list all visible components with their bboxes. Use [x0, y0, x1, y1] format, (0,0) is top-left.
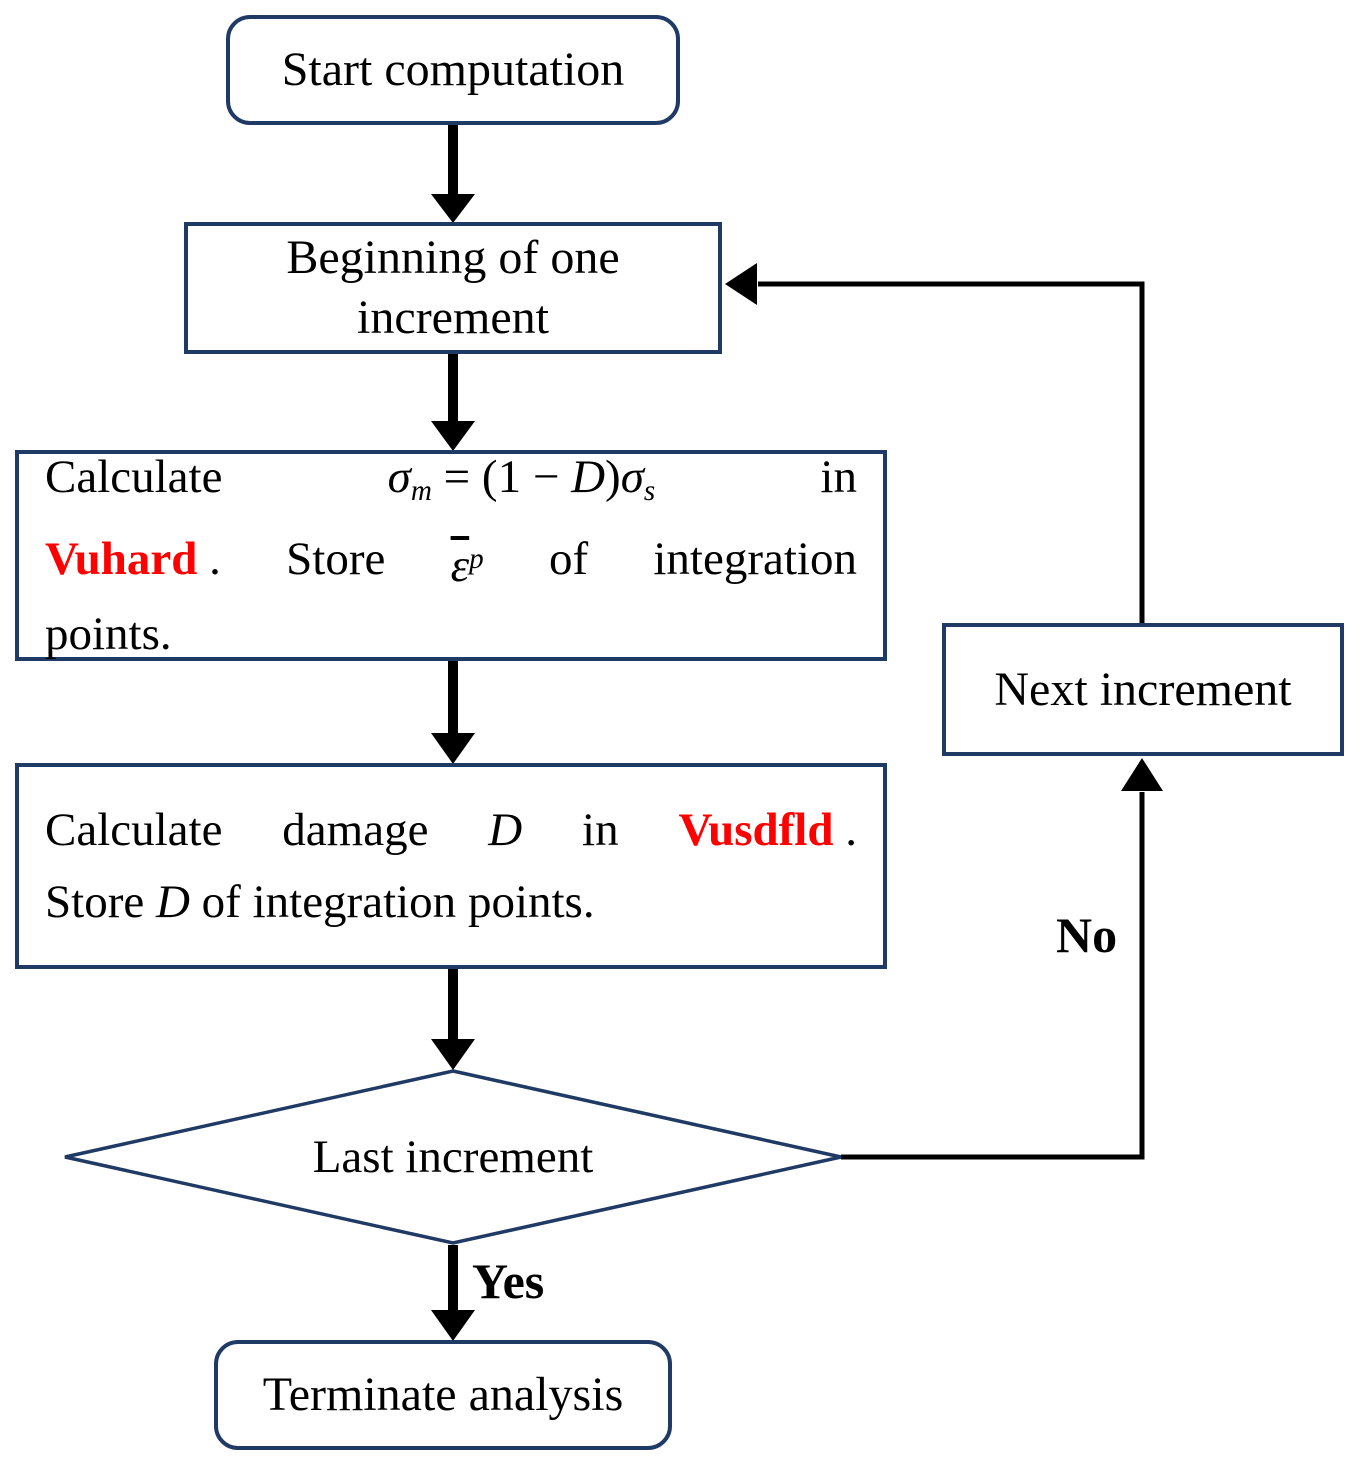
node-beginning-of-increment: Beginning of one increment — [184, 222, 722, 354]
node-next-increment-label: Next increment — [994, 662, 1292, 716]
label-yes: Yes — [472, 1253, 545, 1309]
node-start: Start computation — [226, 15, 680, 125]
arrow-vuhard-to-vusdfld — [431, 660, 475, 764]
arrow-start-to-beginning — [431, 124, 475, 223]
label-no: No — [1056, 907, 1118, 963]
decision-diamond-shape — [64, 1069, 842, 1245]
node-decision-label: Last increment — [312, 1131, 594, 1183]
arrow-beginning-to-vuhard — [431, 353, 475, 451]
node-beginning-line2: increment — [357, 291, 549, 344]
node-next-increment: Next increment — [942, 623, 1344, 756]
node-terminate-label: Terminate analysis — [262, 1368, 624, 1421]
node-decision-last-increment: Last increment — [62, 1068, 844, 1246]
node-start-label: Start computation — [281, 43, 625, 96]
node-beginning-line1: Beginning of one — [286, 231, 620, 284]
arrow-decision-to-terminate-yes — [431, 1245, 475, 1341]
arrow-vusdfld-to-decision — [431, 968, 475, 1070]
node-terminate: Terminate analysis — [214, 1340, 672, 1450]
